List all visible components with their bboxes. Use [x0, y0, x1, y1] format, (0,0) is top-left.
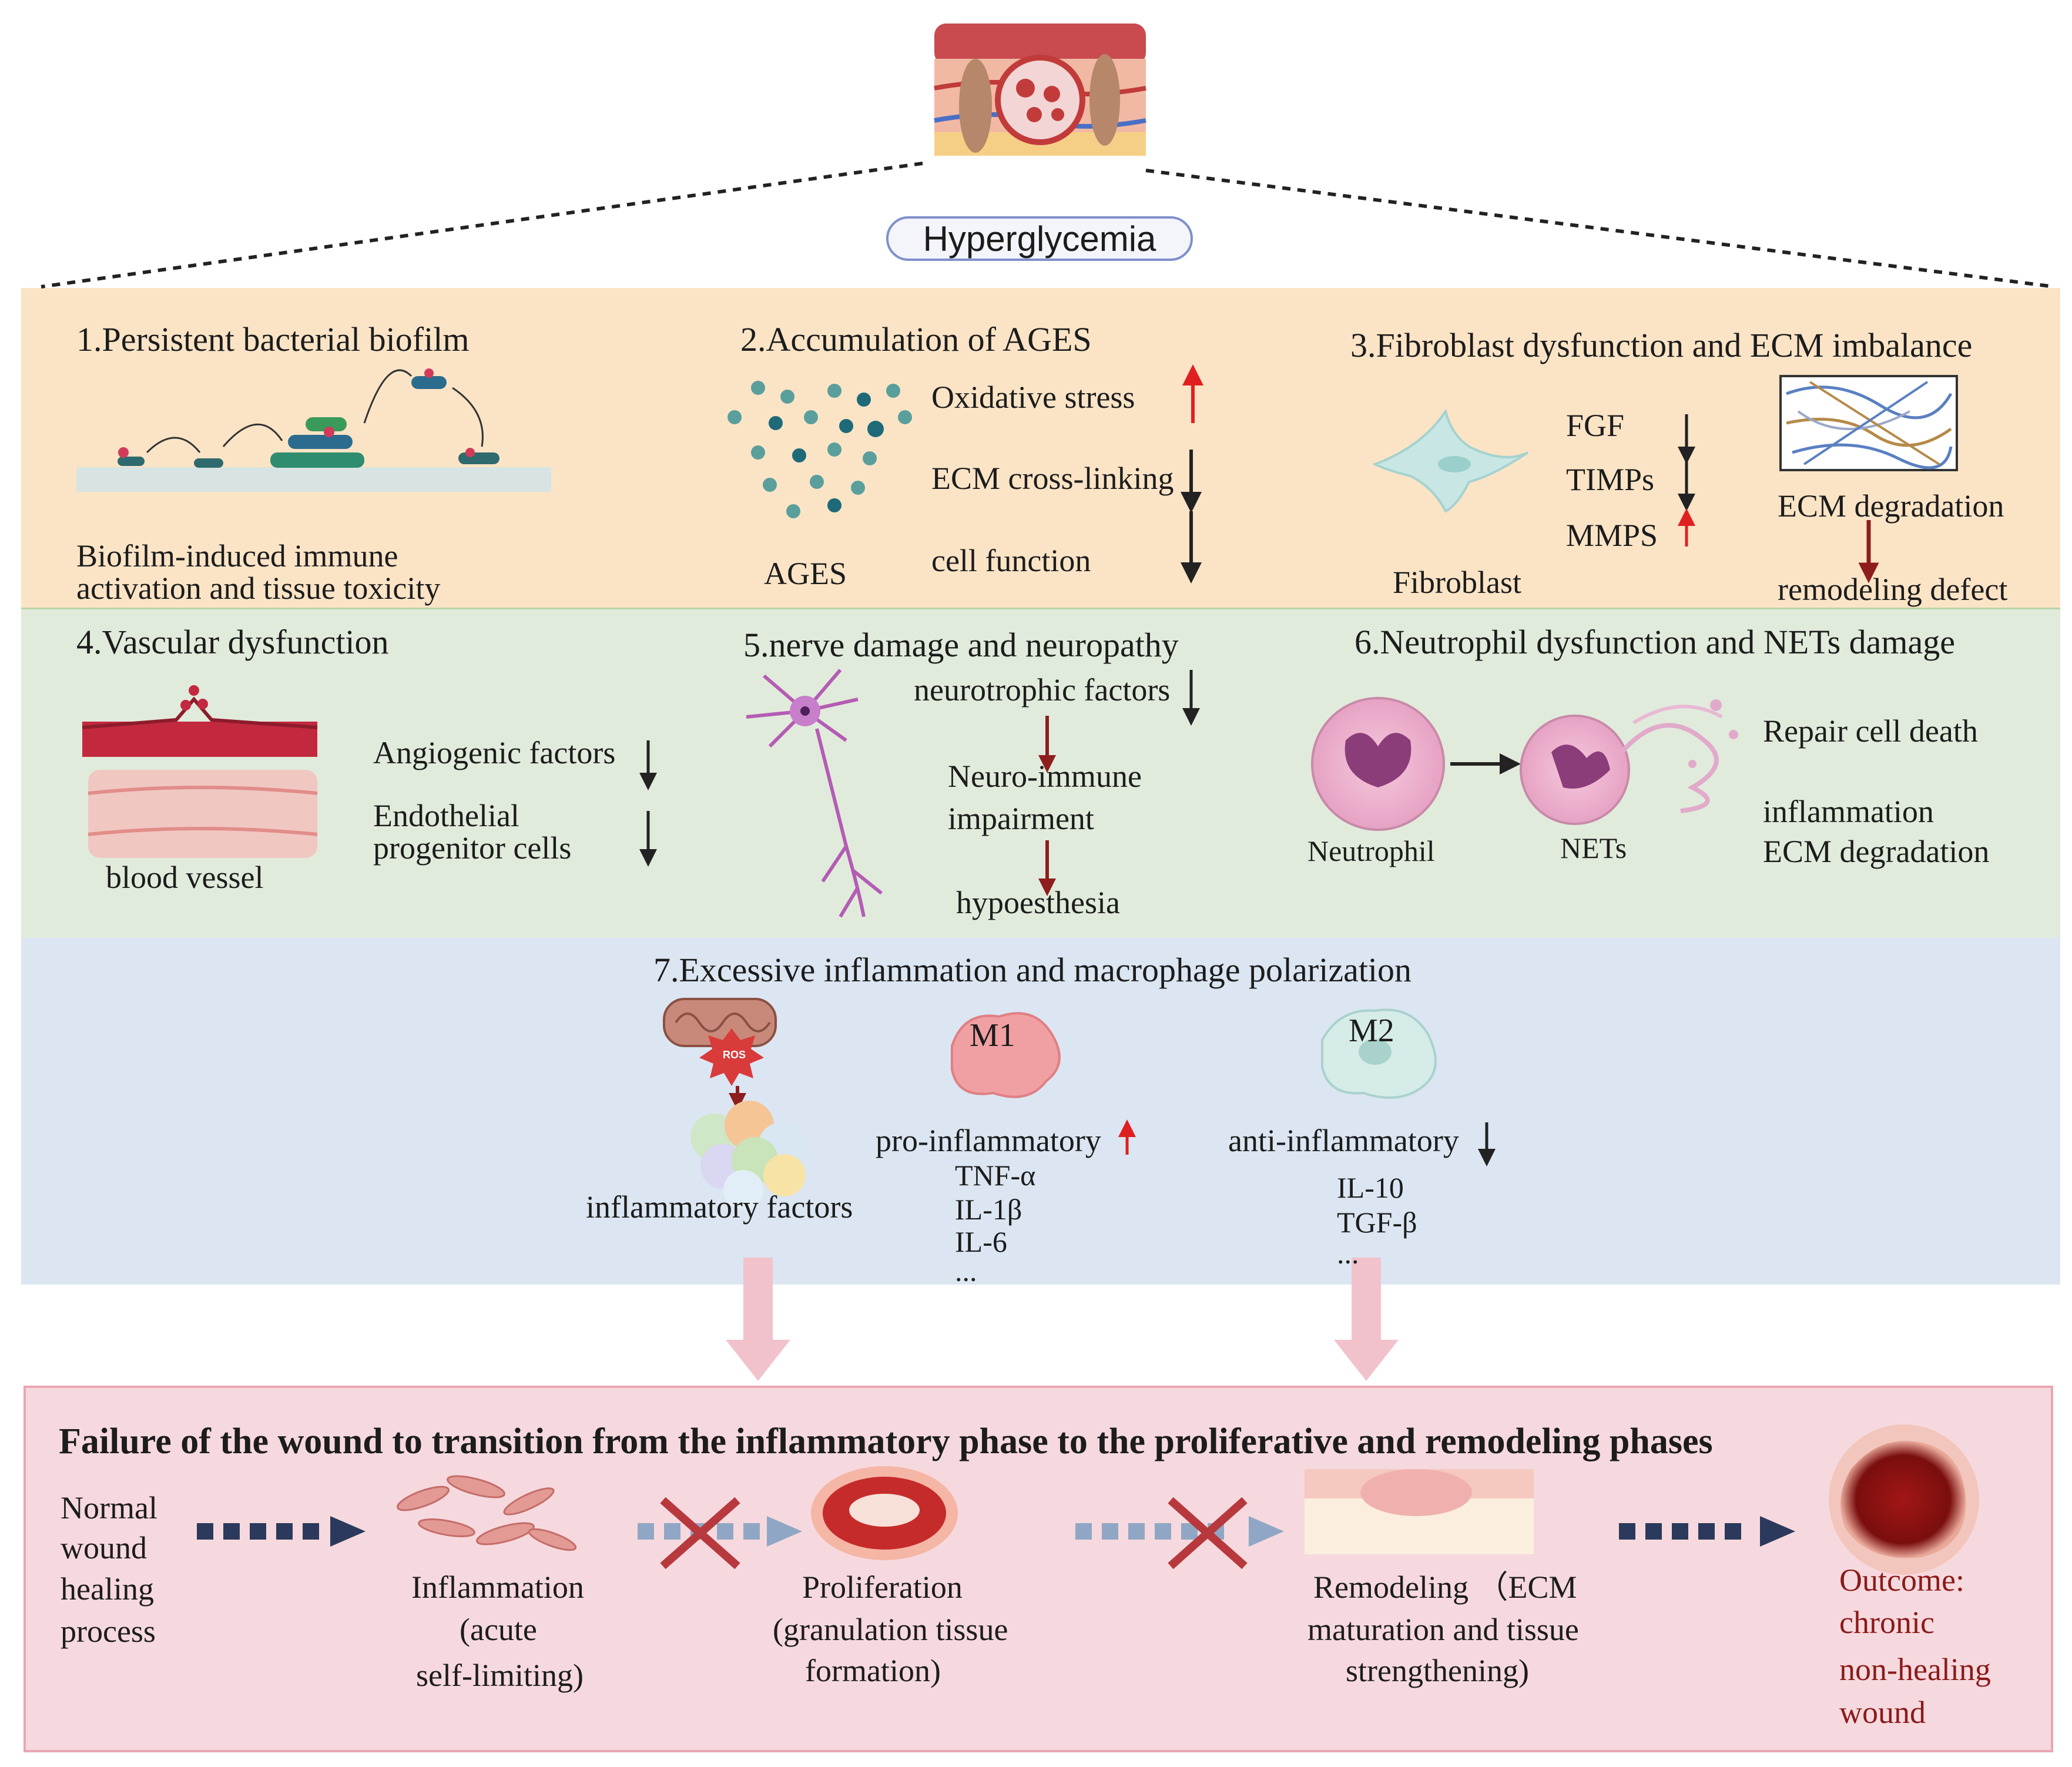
fgf-label: FGF — [1566, 408, 1625, 443]
remodeling-skin-illustration — [1305, 1469, 1534, 1554]
neutrophil-heading: 6.Neutrophil dysfunction and NETs damage — [1354, 623, 1955, 661]
ages-heading: 2.Accumulation of AGES — [740, 320, 1092, 358]
neutrophil-label: Neutrophil — [1307, 834, 1435, 867]
flow-arrow-1 — [197, 1516, 366, 1547]
m1-macrophage — [951, 1012, 1061, 1098]
pro-cytokine-2: IL-1β — [955, 1193, 1022, 1226]
remodeling-line2: maturation and tissue — [1307, 1612, 1579, 1647]
flow-arrow-4 — [1619, 1516, 1795, 1547]
granulation-tissue-illustration — [811, 1466, 958, 1560]
remodeling-defect-label: remodeling defect — [1778, 572, 2008, 607]
neuro-immune-line1: Neuro-immune — [948, 759, 1142, 794]
pro-inflammatory-label: pro-inflammatory — [876, 1123, 1101, 1158]
pro-cytokine-3: IL-6 — [955, 1225, 1007, 1258]
ages-ecm-crosslinking: ECM cross-linking — [931, 461, 1174, 496]
biofilm-effect-line2: activation and tissue toxicity — [76, 571, 441, 606]
anti-cytokine-2: TGF-β — [1337, 1206, 1417, 1239]
proliferation-line1: Proliferation — [802, 1570, 963, 1605]
normal-line3: healing — [61, 1571, 154, 1607]
proliferation-line2: (granulation tissue — [773, 1612, 1008, 1647]
mitochondria-ros — [663, 998, 777, 1086]
bottom-band — [24, 1386, 2053, 1752]
nerve-arrows — [1038, 670, 1200, 896]
fibroblast-label: Fibroblast — [1393, 565, 1522, 600]
anti-cytokine-1: IL-10 — [1337, 1171, 1404, 1204]
chronic-wound-illustration — [1829, 1424, 1979, 1575]
m2-label: M2 — [1349, 1012, 1394, 1049]
outcome-line3: non-healing — [1839, 1652, 1991, 1687]
remodeling-line3: strengthening) — [1346, 1653, 1529, 1688]
anti-inflammatory-label: anti-inflammatory — [1228, 1123, 1459, 1158]
ecm-mesh — [1779, 375, 1958, 471]
angiogenic-factors: Angiogenic factors — [373, 735, 616, 770]
repair-cell-death: Repair cell death — [1763, 713, 1978, 749]
neuron-illustration — [746, 669, 883, 918]
pro-cytokine-1: TNF-α — [955, 1159, 1036, 1192]
normal-line2: wound — [61, 1530, 147, 1565]
outcome-line2: chronic — [1839, 1605, 1934, 1640]
endothelial-line1: Endothelial — [373, 798, 519, 833]
ages-dots — [727, 381, 912, 518]
timps-label: TIMPs — [1566, 462, 1655, 497]
blood-vessel-label: blood vessel — [106, 860, 264, 895]
ros-label: ROS — [723, 1049, 746, 1061]
neutrophil-illustration — [1311, 697, 1445, 831]
normal-line4: process — [61, 1614, 156, 1649]
m2-macrophage — [1321, 1008, 1437, 1099]
outcome-line4: wound — [1839, 1695, 1926, 1730]
top-band — [21, 288, 2060, 608]
proliferation-line3: formation) — [805, 1653, 941, 1688]
failure-title: Failure of the wound to transition from … — [59, 1421, 1713, 1461]
biofilm-effect-line1: Biofilm-induced immune — [76, 538, 398, 574]
ecm-degradation-label: ECM degradation — [1778, 488, 2004, 524]
inflammatory-cells — [690, 1101, 806, 1210]
anti-cytokine-more: ... — [1337, 1237, 1359, 1270]
flow-arrow-3 — [1075, 1516, 1284, 1547]
flow-arrow-2 — [638, 1516, 802, 1547]
blood-vessel-illustration — [82, 685, 318, 858]
pro-cytokine-more: ... — [955, 1255, 977, 1287]
neurotrophic-factors: neurotrophic factors — [914, 672, 1171, 708]
m1-label: M1 — [970, 1017, 1015, 1054]
remodeling-line1: Remodeling （ECM — [1313, 1570, 1577, 1605]
ages-cell-function: cell function — [931, 543, 1091, 578]
inflammation-line2: (acute — [460, 1612, 537, 1647]
ages-label: AGES — [764, 556, 847, 591]
inflammation-line3: self-limiting) — [416, 1658, 584, 1693]
macrophage-heading: 7.Excessive inflammation and macrophage … — [653, 951, 1412, 989]
inflammation-cells-illustration — [397, 1475, 577, 1551]
nets-illustration — [1520, 699, 1738, 825]
skin-illustration — [934, 24, 1146, 156]
inflammation-line1: Inflammation — [411, 1570, 584, 1605]
mmps-label: MMPS — [1566, 518, 1658, 553]
cross-1 — [660, 1497, 740, 1570]
biofilm-heading: 1.Persistent bacterial biofilm — [76, 320, 470, 358]
fibroblast-heading: 3.Fibroblast dysfunction and ECM imbalan… — [1350, 326, 1973, 364]
nets-label: NETs — [1560, 831, 1627, 864]
outcome-line1: Outcome: — [1839, 1563, 1964, 1598]
nerve-heading: 5.nerve damage and neuropathy — [743, 626, 1179, 664]
ages-arrows — [1181, 364, 1203, 584]
pink-down-arrows — [726, 1258, 1399, 1381]
biofilm-illustration — [76, 368, 551, 492]
hyperglycemia-title: Hyperglycemia — [923, 219, 1156, 259]
lower-band — [21, 938, 2060, 1285]
vascular-heading: 4.Vascular dysfunction — [76, 623, 389, 661]
neuro-immune-line2: impairment — [948, 801, 1094, 836]
ecm-degradation-effect: ECM degradation — [1763, 834, 1990, 869]
ages-oxidative-stress: Oxidative stress — [931, 380, 1135, 415]
fibroblast-illustration — [1372, 408, 1529, 513]
endothelial-line2: progenitor cells — [373, 830, 572, 866]
normal-line1: Normal — [61, 1490, 157, 1525]
cross-2 — [1168, 1497, 1248, 1570]
hypoesthesia-label: hypoesthesia — [956, 885, 1120, 920]
inflammation-effect: inflammation — [1763, 794, 1934, 829]
inflammatory-factors-label: inflammatory factors — [586, 1189, 853, 1225]
hyperglycemia-pill: Hyperglycemia — [886, 216, 1193, 261]
funnel-lines — [41, 162, 2055, 289]
